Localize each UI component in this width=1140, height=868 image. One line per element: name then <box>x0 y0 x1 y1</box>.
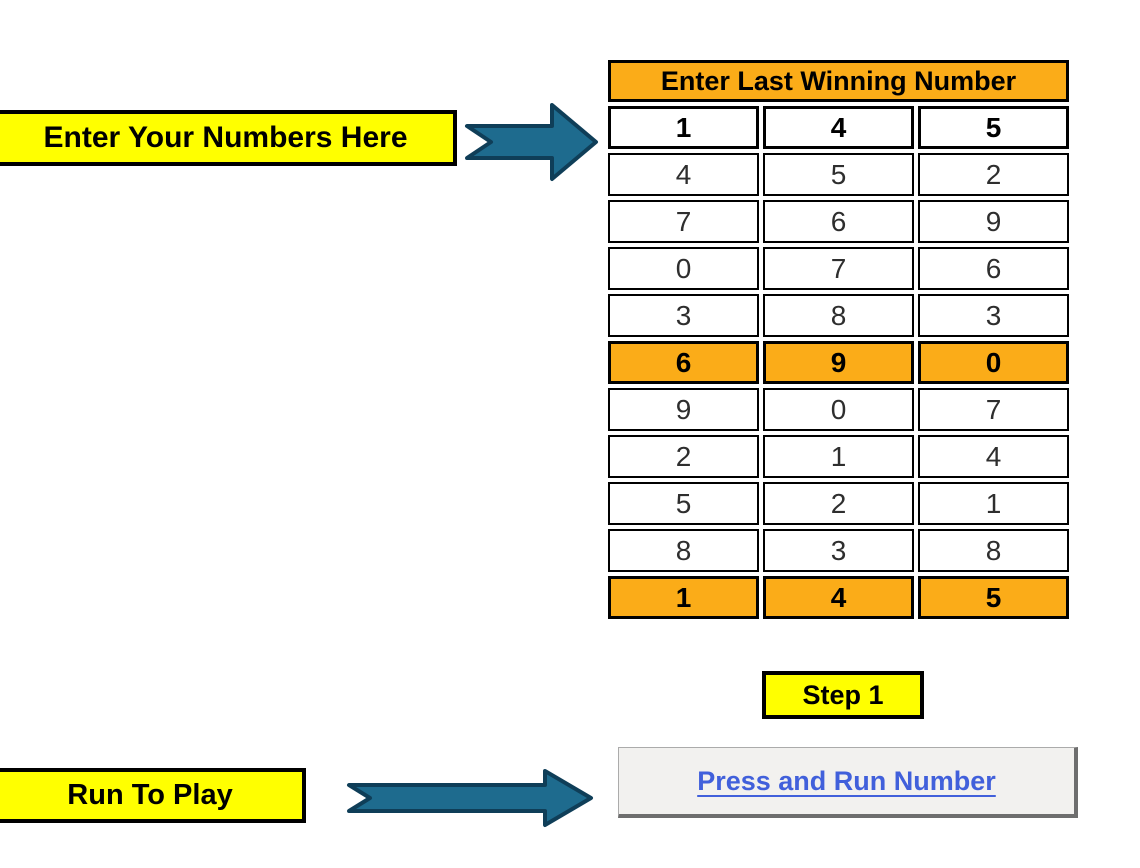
number-cell[interactable]: 1 <box>608 106 759 149</box>
number-cell: 9 <box>918 200 1069 243</box>
number-cell: 8 <box>763 294 914 337</box>
press-and-run-button-label: Press and Run Number <box>697 765 996 796</box>
press-and-run-button[interactable]: Press and Run Number <box>618 747 1078 818</box>
number-cell: 1 <box>918 482 1069 525</box>
number-cell: 9 <box>763 341 914 384</box>
run-to-play-label-text: Run To Play <box>67 779 233 811</box>
number-cell: 3 <box>918 294 1069 337</box>
number-cell: 7 <box>918 388 1069 431</box>
number-cell: 0 <box>608 247 759 290</box>
number-cell: 2 <box>608 435 759 478</box>
table-header-row: Enter Last Winning Number <box>608 60 1069 102</box>
table-title: Enter Last Winning Number <box>608 60 1069 102</box>
number-cell: 5 <box>608 482 759 525</box>
number-cell: 6 <box>608 341 759 384</box>
number-cell: 2 <box>763 482 914 525</box>
number-cell: 5 <box>763 153 914 196</box>
number-cell: 9 <box>608 388 759 431</box>
number-cell: 7 <box>608 200 759 243</box>
number-cell[interactable]: 4 <box>763 106 914 149</box>
number-cell: 8 <box>608 529 759 572</box>
number-cell: 3 <box>763 529 914 572</box>
number-cell: 1 <box>763 435 914 478</box>
number-cell[interactable]: 5 <box>918 106 1069 149</box>
right-arrow-icon <box>464 102 600 182</box>
number-cell: 4 <box>918 435 1069 478</box>
number-cell: 4 <box>608 153 759 196</box>
number-cell: 7 <box>763 247 914 290</box>
number-cell: 6 <box>763 200 914 243</box>
enter-numbers-label: Enter Your Numbers Here <box>0 110 457 166</box>
number-cell: 5 <box>918 576 1069 619</box>
number-cell: 1 <box>608 576 759 619</box>
number-cell: 3 <box>608 294 759 337</box>
number-cell: 0 <box>763 388 914 431</box>
number-cell: 0 <box>918 341 1069 384</box>
number-cell: 8 <box>918 529 1069 572</box>
step-1-label-text: Step 1 <box>802 679 884 710</box>
number-cell: 2 <box>918 153 1069 196</box>
run-to-play-label: Run To Play <box>0 768 306 823</box>
number-cell: 4 <box>763 576 914 619</box>
enter-numbers-label-text: Enter Your Numbers Here <box>43 121 408 154</box>
right-arrow-icon <box>346 768 594 828</box>
step-1-label: Step 1 <box>762 671 924 719</box>
number-cell: 6 <box>918 247 1069 290</box>
